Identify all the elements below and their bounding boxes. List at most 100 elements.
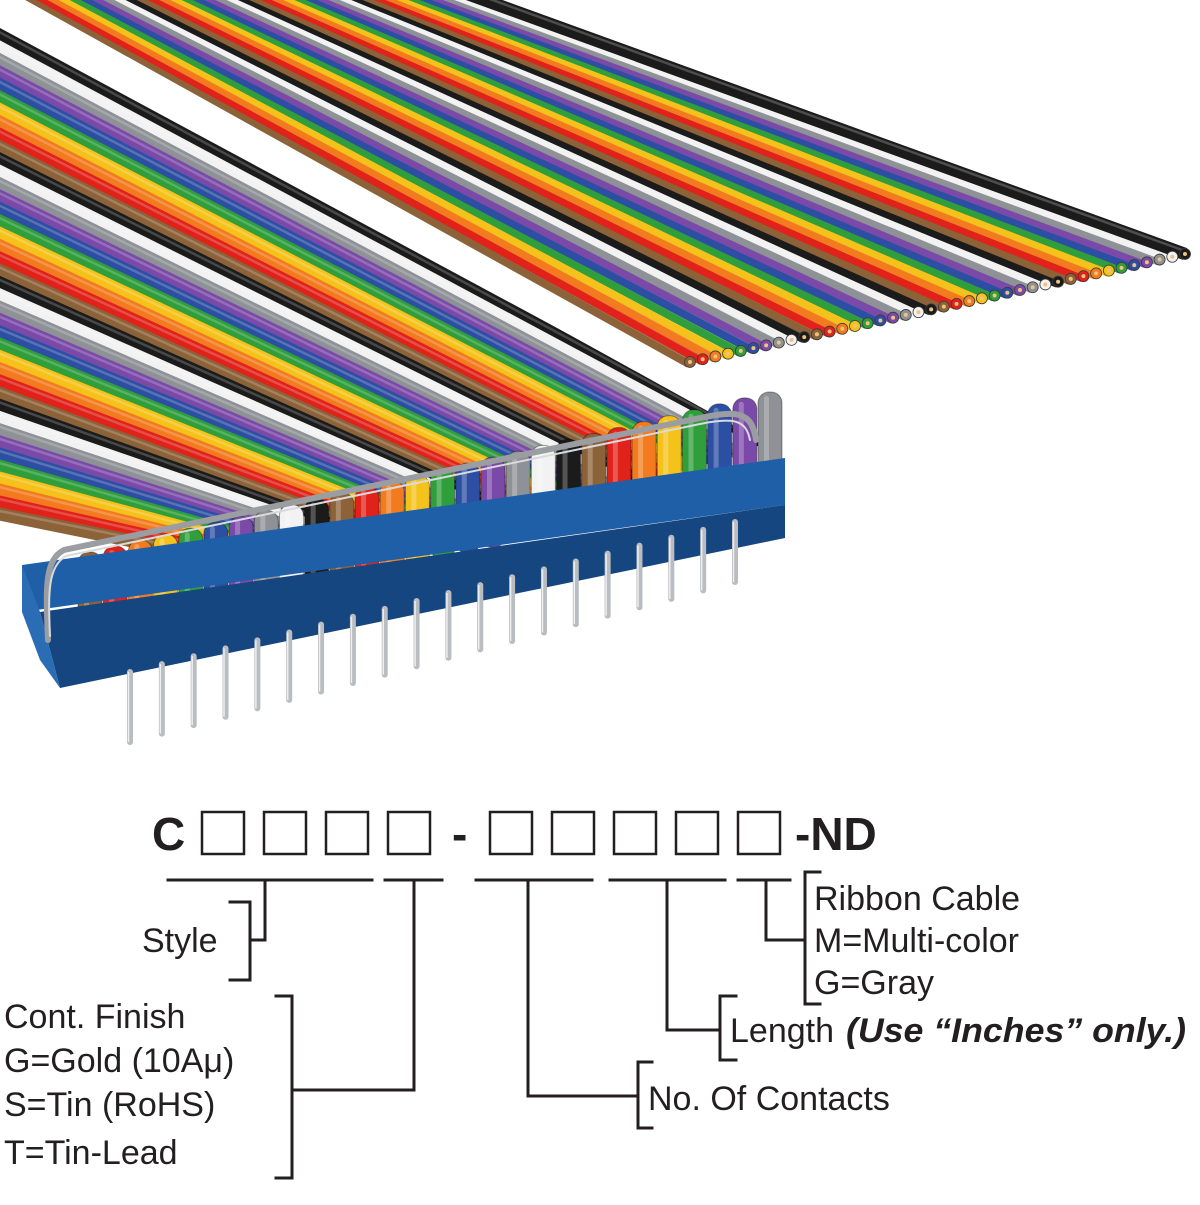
connector-wire-shine: [764, 396, 769, 476]
front-wire: [0, 233, 547, 507]
front-wire-highlight: [0, 296, 478, 514]
back-wire-core: [700, 357, 705, 362]
strain-relief-strap: [43, 410, 759, 643]
front-wire-highlight: [0, 345, 424, 525]
back-wire-core: [1018, 288, 1022, 292]
back-wire-core: [1157, 257, 1162, 262]
back-wire-core: [929, 307, 934, 312]
front-wire-highlight: [0, 87, 704, 463]
front-wire-highlight: [0, 185, 598, 487]
style-leader: [250, 878, 267, 942]
code-box: [674, 810, 720, 856]
style-finish-code-boxes: [200, 810, 432, 856]
back-wire-core: [1094, 271, 1099, 276]
front-wire-highlight: [0, 112, 678, 469]
back-wire-core: [878, 318, 883, 323]
back-wire-core: [1056, 279, 1061, 284]
back-wire-core: [1170, 254, 1175, 259]
front-wire: [0, 159, 627, 489]
length-bracket: [718, 994, 738, 1062]
code-box: [386, 810, 432, 856]
back-wire-core: [840, 326, 845, 331]
back-wire-core: [1068, 276, 1073, 281]
front-wire: [0, 147, 640, 486]
front-wire-highlight: [0, 148, 638, 478]
front-wire: [0, 282, 493, 518]
back-wire-highlight: [439, 0, 1186, 253]
front-wire: [0, 73, 720, 468]
connector-top-face: [22, 458, 785, 612]
front-wire-highlight: [0, 25, 760, 449]
finish-bracket: [274, 994, 294, 1180]
finish-title: Cont. Finish: [4, 998, 185, 1036]
front-wire-highlight: [0, 75, 718, 460]
connector-wire-shine: [738, 401, 744, 482]
front-wire: [0, 134, 653, 483]
contacts-leader: [526, 878, 640, 1098]
front-wire: [0, 245, 533, 509]
back-wire-core: [967, 299, 972, 304]
back-wire-core: [726, 351, 731, 356]
back-wire-core: [1119, 265, 1124, 270]
cable-option-multicolor: M=Multi-color: [814, 922, 1019, 960]
back-wire-core: [891, 315, 896, 320]
front-wire-highlight: [0, 62, 731, 457]
front-wire-highlight: [0, 210, 571, 493]
back-wire-core: [802, 335, 807, 340]
front-wire: [0, 110, 680, 477]
front-wire-highlight: [0, 272, 504, 508]
back-ribbon-cable: [16, 0, 1188, 368]
front-wire-highlight: [0, 173, 611, 484]
length-leader: [665, 878, 722, 1032]
front-wire: [0, 270, 506, 515]
style-label: Style: [142, 922, 218, 960]
back-wire-core: [814, 332, 819, 337]
back-wire-core: [865, 321, 870, 326]
ribbon-cable-assembly-illustration: [0, 0, 1191, 745]
front-wire-highlight: [0, 235, 544, 499]
finish-option-tin: S=Tin (RoHS): [4, 1086, 215, 1124]
front-wire-highlight: [0, 259, 518, 505]
back-wire-core: [1106, 268, 1111, 273]
back-wire-core: [1030, 285, 1035, 290]
back-wire-core: [1183, 252, 1187, 256]
style-bracket: [228, 900, 252, 982]
front-wire: [0, 257, 520, 512]
contacts-bracket: [636, 1060, 654, 1130]
front-wire-highlight: [0, 222, 558, 496]
front-wire: [0, 85, 707, 471]
dip-connector: [22, 458, 785, 688]
connector-pins: [127, 519, 738, 745]
code-box: [736, 810, 782, 856]
code-box: [262, 810, 308, 856]
back-wire-core: [992, 293, 997, 298]
cable-title: Ribbon Cable: [814, 880, 1020, 918]
finish-leader: [290, 878, 416, 1092]
back-wire-core: [688, 360, 692, 364]
back-wire-core: [954, 301, 959, 306]
cable-bracket: [803, 870, 822, 1006]
length-note: (Use “Inches” only.): [846, 1012, 1186, 1050]
front-wire-highlight: [0, 370, 398, 531]
front-wire-highlight: [0, 284, 491, 511]
front-wire-highlight: [0, 99, 691, 466]
length-label: Length(Use “Inches” only.): [730, 1012, 1186, 1050]
back-wire-core: [853, 324, 857, 328]
part-number-prefix: C: [152, 808, 185, 860]
front-wire: [0, 98, 693, 474]
front-wire-highlight: [0, 124, 664, 472]
code-box: [324, 810, 370, 856]
back-wire-core: [764, 343, 769, 348]
front-wire-highlight: [0, 50, 744, 455]
finish-option-gold: G=Gold (10Aμ): [4, 1042, 234, 1080]
back-wire-core: [1144, 260, 1149, 265]
code-box: [488, 810, 534, 856]
leader-lines: [166, 870, 822, 1180]
back-wire-core: [789, 337, 794, 342]
connector-front-face: [40, 505, 785, 688]
back-wire-core: [916, 310, 921, 315]
front-wire: [0, 24, 760, 456]
code-box: [550, 810, 596, 856]
back-wire-core: [713, 354, 718, 359]
